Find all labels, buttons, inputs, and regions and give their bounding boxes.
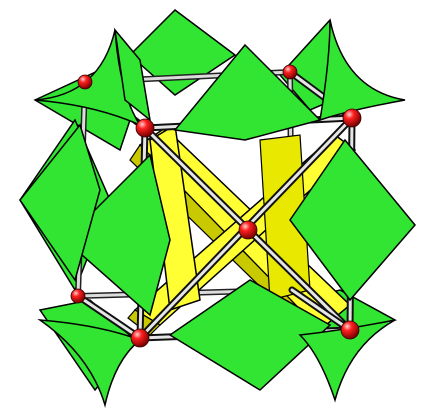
atom-back-bottom-left bbox=[70, 288, 86, 304]
fin-left-mid bbox=[63, 153, 171, 317]
atom-back-top-right bbox=[282, 64, 298, 80]
fin-right-upper bbox=[289, 138, 416, 302]
fin-left-outer bbox=[19, 123, 101, 282]
fin-bottom-left-front bbox=[37, 319, 142, 408]
fin-top-right-front bbox=[319, 19, 406, 122]
fin-top-inner bbox=[113, 27, 152, 122]
atom-front-top-right bbox=[342, 108, 362, 128]
atom-back-top-left bbox=[77, 74, 93, 90]
atom-center bbox=[238, 220, 258, 240]
vertex-atoms bbox=[70, 64, 362, 348]
fin-bottom-center bbox=[168, 279, 332, 391]
atom-front-top-left bbox=[135, 118, 155, 138]
fin-top-center-back bbox=[128, 9, 237, 96]
atom-front-bottom-left bbox=[130, 328, 150, 348]
front-fins bbox=[19, 19, 416, 408]
atom-front-bottom-right bbox=[340, 320, 360, 340]
